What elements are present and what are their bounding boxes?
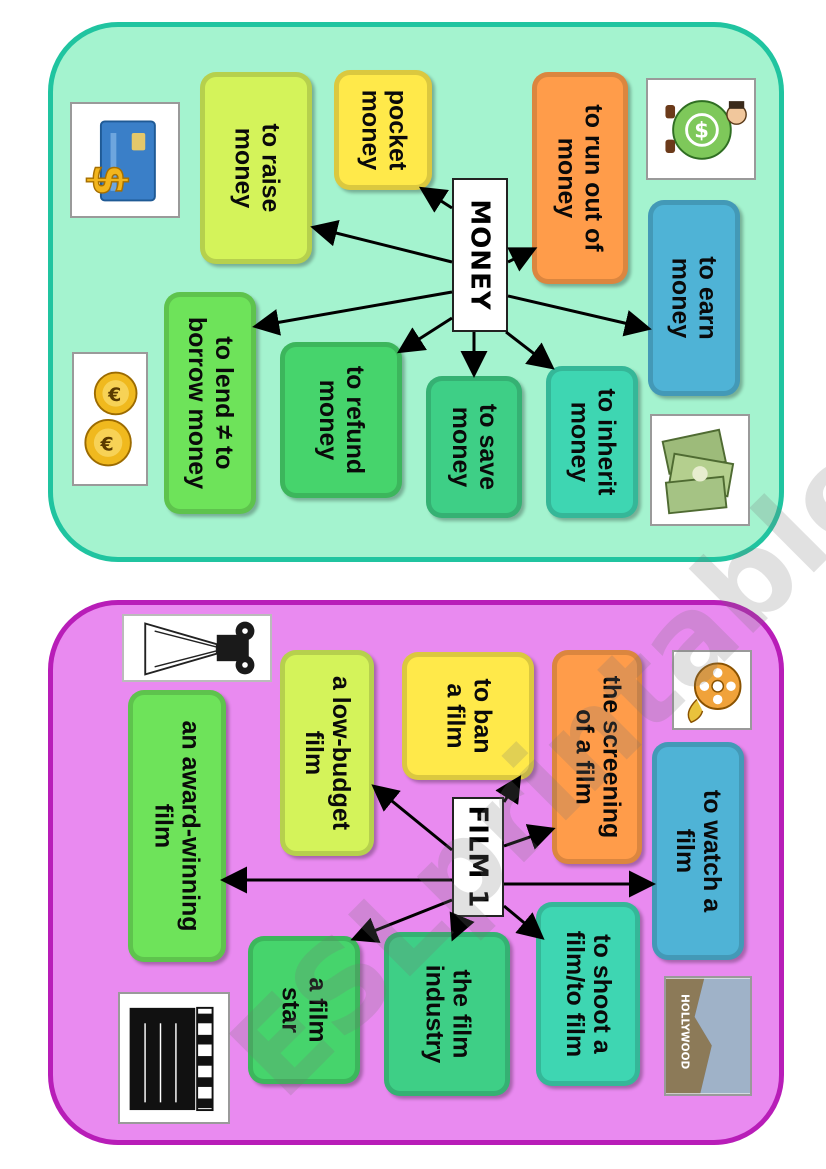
film-item-watch-a-film: to watch a film	[652, 742, 744, 960]
euro-coins-icon: € €	[72, 352, 148, 486]
money-item-save-money: to save money	[426, 376, 522, 518]
money-item-run-out-of-money: to run out of money	[532, 72, 628, 284]
money-item-raise-money: to raise money	[200, 72, 312, 264]
svg-text:€: €	[100, 433, 114, 455]
money-item-earn-money: to earn money	[648, 200, 740, 396]
hollywood-sign-icon: HOLLYWOOD	[664, 976, 752, 1096]
film-center-label: FILM 1	[452, 797, 504, 917]
banknotes-stack-icon	[650, 414, 750, 526]
svg-text:$: $	[82, 164, 136, 196]
film-item-award-winning-film: an award-winning film	[128, 690, 226, 962]
money-bag-man-icon: $	[646, 78, 756, 180]
money-item-inherit-money: to inherit money	[546, 366, 638, 518]
money-item-refund-money: to refund money	[280, 342, 402, 498]
film-item-shoot-a-film: to shoot a film/to film	[536, 902, 640, 1086]
film-reel-icon	[672, 650, 752, 730]
money-item-lend-borrow: to lend ≠ to borrow money	[164, 292, 256, 514]
hollywood-sign-text: HOLLYWOOD	[678, 994, 690, 1069]
money-item-pocket-money: pocket money	[334, 70, 432, 190]
svg-text:€: €	[107, 384, 121, 406]
clapperboard-icon	[118, 992, 230, 1124]
film-item-film-industry: the film industry	[384, 932, 510, 1096]
film-item-film-star: a film star	[248, 936, 360, 1084]
credit-card-dollar-icon: $	[70, 102, 180, 218]
film-item-screening: the screening of a film	[552, 650, 642, 864]
money-center-label: MONEY	[452, 178, 508, 332]
film-item-ban-a-film: to ban a film	[402, 652, 534, 780]
film-item-low-budget-film: a low-budget film	[280, 650, 374, 856]
svg-text:$: $	[694, 118, 709, 143]
movie-camera-icon	[122, 614, 272, 682]
